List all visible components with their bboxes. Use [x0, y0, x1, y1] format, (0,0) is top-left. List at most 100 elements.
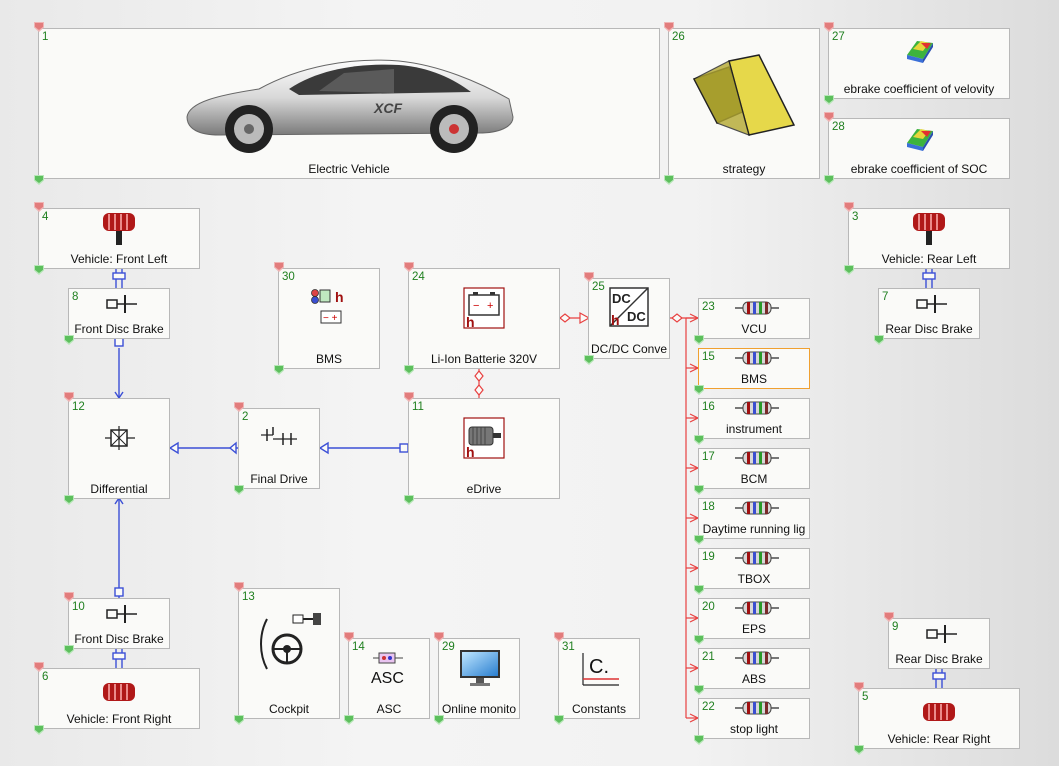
corner-marker: [694, 485, 704, 495]
differential-icon: [105, 426, 135, 450]
block-vehicle-rear-right[interactable]: 5 Vehicle: Rear Right: [858, 688, 1020, 749]
block-label: stop light: [729, 722, 779, 736]
block-number: 23: [702, 301, 715, 313]
resistor-icon: [735, 551, 779, 565]
block-front-disc-brake-8[interactable]: 8 Front Disc Brake: [68, 288, 170, 339]
block-strategy[interactable]: 26 strategy: [668, 28, 820, 179]
block-number: 17: [702, 451, 715, 463]
block-ebrake-coeff-soc[interactable]: 28 ebrake coefficient of SOC: [828, 118, 1010, 179]
resistor-icon: [735, 401, 779, 415]
svg-text:h: h: [335, 289, 344, 305]
block-vehicle-rear-left[interactable]: 3 Vehicle: Rear Left: [848, 208, 1010, 269]
block-load-21[interactable]: 21 ABS: [698, 648, 810, 689]
block-edrive[interactable]: 11 h eDrive: [408, 398, 560, 499]
block-number: 6: [42, 671, 49, 683]
block-load-23[interactable]: 23 VCU: [698, 298, 810, 339]
block-number: 12: [72, 401, 85, 413]
corner-marker: [874, 335, 884, 345]
block-cockpit[interactable]: 13 Cockpit: [238, 588, 340, 719]
block-label: ASC: [376, 702, 402, 716]
corner-marker: [824, 175, 834, 185]
block-front-disc-brake-10[interactable]: 10 Front Disc Brake: [68, 598, 170, 649]
block-li-ion-battery[interactable]: 24 − + h Li-Ion Batterie 320V: [408, 268, 560, 369]
svg-text:− +: − +: [323, 313, 338, 324]
wheel-icon: [923, 703, 955, 721]
block-electric-vehicle[interactable]: 1 XCF Electric Vehicle: [38, 28, 660, 179]
block-load-22[interactable]: 22 stop light: [698, 698, 810, 739]
corner-marker: [404, 392, 414, 402]
svg-text:DC: DC: [627, 309, 646, 324]
corner-marker: [274, 365, 284, 375]
svg-text:−: −: [473, 300, 479, 312]
corner-marker: [844, 265, 854, 275]
block-asc[interactable]: 14 ASC ASC: [348, 638, 430, 719]
corner-marker: [64, 645, 74, 655]
block-label: Li-Ion Batterie 320V: [430, 352, 538, 366]
corner-marker: [344, 632, 354, 642]
block-vehicle-front-right[interactable]: 6 Vehicle: Front Right: [38, 668, 200, 729]
monitor-icon: [460, 650, 500, 686]
block-label: Differential: [90, 482, 148, 496]
constants-icon: C.: [582, 653, 619, 686]
block-differential[interactable]: 12 Differential: [68, 398, 170, 499]
corner-marker: [434, 632, 444, 642]
gear-train-icon: [261, 427, 297, 445]
block-rear-disc-brake-7[interactable]: 7 Rear Disc Brake: [878, 288, 980, 339]
block-number: 28: [832, 121, 845, 133]
corner-marker: [64, 592, 74, 602]
block-label: ABS: [741, 672, 766, 686]
svg-text:h: h: [466, 444, 475, 459]
corner-marker: [434, 715, 444, 725]
3d-map-icon: [907, 129, 933, 151]
electric-car-image: XCF: [186, 59, 514, 153]
block-load-17[interactable]: 17 BCM: [698, 448, 810, 489]
block-number: 9: [892, 621, 899, 633]
block-label: EPS: [741, 622, 766, 636]
block-load-16[interactable]: 16 instrument: [698, 398, 810, 439]
corner-marker: [404, 365, 414, 375]
block-label: Constants: [571, 702, 627, 716]
corner-marker: [64, 495, 74, 505]
block-rear-disc-brake-9[interactable]: 9 Rear Disc Brake: [888, 618, 990, 669]
block-label: Final Drive: [250, 472, 308, 486]
corner-marker: [234, 485, 244, 495]
block-final-drive[interactable]: 2 Final Drive: [238, 408, 320, 489]
resistor-icon: [735, 601, 779, 615]
corner-marker: [884, 612, 894, 622]
corner-marker: [34, 175, 44, 185]
corner-marker: [554, 715, 564, 725]
corner-marker: [404, 495, 414, 505]
electrical-links: [474, 311, 700, 723]
corner-marker: [234, 715, 244, 725]
corner-marker: [854, 745, 864, 755]
block-number: 26: [672, 31, 685, 43]
block-vehicle-front-left[interactable]: 4 Vehicle: Front Left: [38, 208, 200, 269]
corner-marker: [694, 435, 704, 445]
block-constants[interactable]: 31 C. Constants: [558, 638, 640, 719]
corner-marker: [664, 175, 674, 185]
corner-marker: [694, 335, 704, 345]
block-label: BMS: [740, 372, 767, 386]
block-load-19[interactable]: 19 TBOX: [698, 548, 810, 589]
block-label: BMS: [315, 352, 342, 366]
block-bms-30[interactable]: 30 h − + BMS: [278, 268, 380, 369]
block-load-15[interactable]: 15 BMS: [698, 348, 810, 389]
block-load-20[interactable]: 20 EPS: [698, 598, 810, 639]
block-number: 3: [852, 211, 859, 223]
block-ebrake-coeff-velocity[interactable]: 27 ebrake coefficient of velovity: [828, 28, 1010, 99]
block-label: Daytime running lig: [702, 522, 806, 536]
resistor-icon: [735, 451, 779, 465]
block-label: BCM: [740, 472, 768, 486]
block-dcdc-converter[interactable]: 25 DC DC h DC/DC Conve: [588, 278, 670, 359]
wheel-icon: [103, 683, 135, 701]
block-load-18[interactable]: 18 Daytime running lig: [698, 498, 810, 539]
block-online-monitor[interactable]: 29 Online monito: [438, 638, 520, 719]
corner-marker: [664, 22, 674, 32]
block-number: 19: [702, 551, 715, 563]
block-label: DC/DC Conve: [590, 342, 668, 356]
dcdc-converter-icon: DC DC h: [609, 287, 649, 327]
corner-marker: [64, 335, 74, 345]
block-label: strategy: [722, 162, 766, 176]
corner-marker: [694, 635, 704, 645]
block-label: Vehicle: Front Left: [70, 252, 168, 266]
